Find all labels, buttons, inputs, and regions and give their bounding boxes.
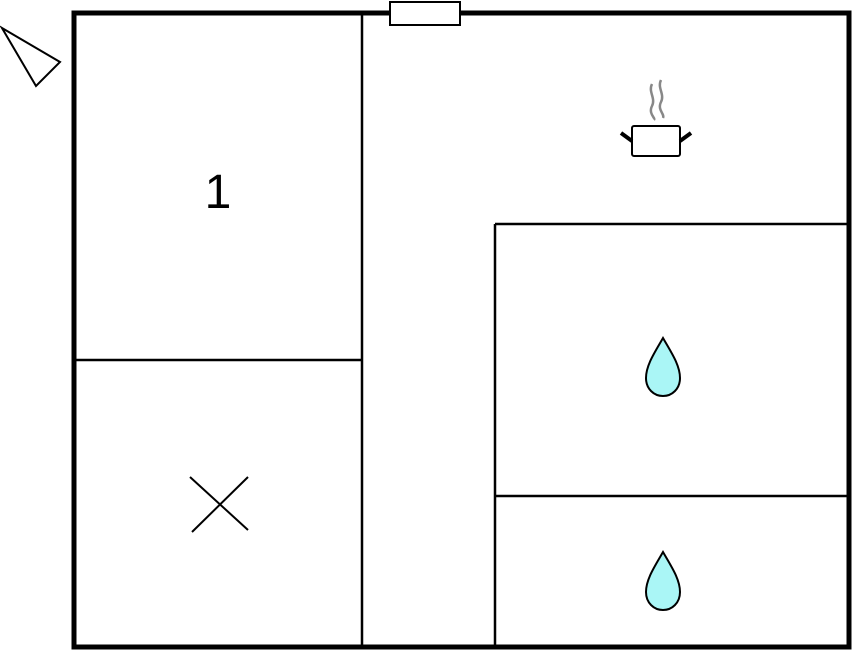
water-drop-icon [644,335,682,398]
water-drop-icon [644,549,682,612]
window-icon [389,1,461,26]
entrance-triangle-icon [0,25,62,88]
room-number-label: 1 [205,166,232,219]
room-bedroom-1: 1 [205,166,232,219]
x-mark-icon [189,476,249,533]
outer-wall [71,10,852,650]
cooking-pot-icon [619,79,693,157]
